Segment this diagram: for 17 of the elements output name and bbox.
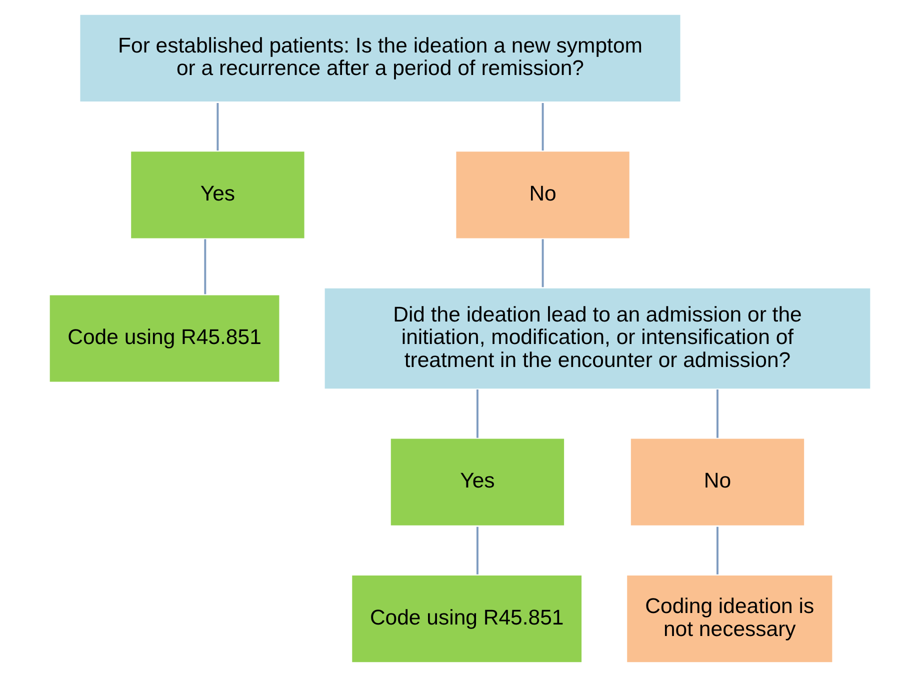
node-box: Code using R45.851 <box>350 574 583 664</box>
connector <box>541 239 544 288</box>
connector <box>716 526 718 574</box>
node-box: No <box>628 437 806 527</box>
node-box: No <box>454 150 630 240</box>
node-box: Code using R45.851 <box>48 294 280 384</box>
connector <box>216 103 218 151</box>
connector <box>476 390 478 438</box>
connector <box>541 103 544 151</box>
node-box: Yes <box>388 437 566 527</box>
connector <box>476 526 478 574</box>
node-box: Coding ideation is not necessary <box>625 574 834 664</box>
node-box: Did the ideation lead to an admission or the initiation, modification, or intensification of treatment in the encounter or admission? <box>322 286 872 390</box>
connector <box>716 390 718 438</box>
connector <box>204 239 206 294</box>
node-box: Yes <box>129 150 306 240</box>
node-box: For established patients: Is the ideation a new symptom or a recurrence after a period of remission? <box>78 13 682 104</box>
